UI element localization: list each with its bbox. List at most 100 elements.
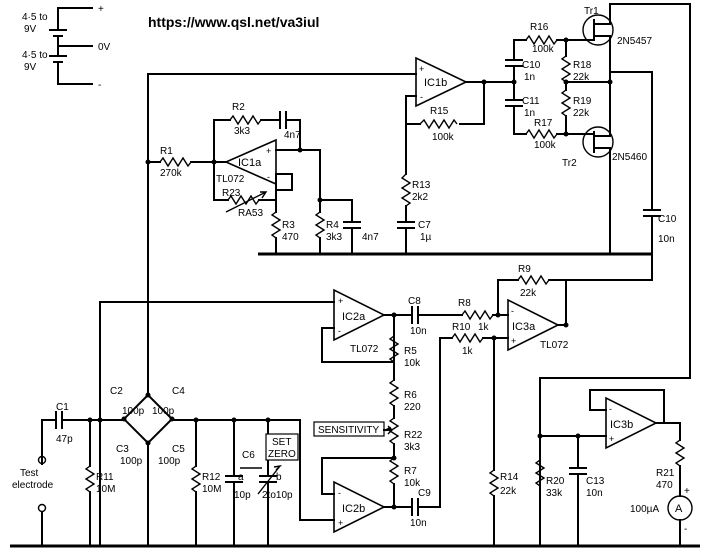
supply-minus: -: [98, 80, 101, 91]
r22-value: 3k3: [404, 442, 421, 453]
r10-label: R10: [452, 322, 471, 333]
r15-label: R15: [430, 106, 449, 117]
c2-label: C2: [110, 386, 123, 397]
supply-bot-label-1: 4·5 to: [22, 50, 48, 61]
r12-value: 10M: [202, 484, 221, 495]
c7-value: 1µ: [420, 232, 432, 243]
r23-label: R23: [222, 188, 241, 199]
ic3a-minus: -: [511, 306, 514, 316]
ic2b-opamp: IC2b - +: [333, 480, 386, 534]
ic2b-plus: +: [338, 518, 343, 528]
r18-value: 22k: [573, 72, 590, 83]
meter-value: 100µA: [630, 504, 659, 515]
r9-label: R9: [518, 264, 531, 275]
ic1b-label: IC1b: [424, 77, 447, 89]
c10b-label: C10: [658, 214, 677, 225]
r9-value: 22k: [520, 288, 537, 299]
ic3a-label: IC3a: [512, 321, 536, 333]
c6a-value: 10p: [234, 490, 251, 501]
c10a-value: 1n: [524, 72, 535, 83]
battery-supply: 4·5 to 9V 4·5 to 9V + 0V -: [22, 4, 111, 91]
set-label: SET: [272, 437, 291, 448]
c9-label: C9: [418, 488, 431, 499]
r13-label: R13: [412, 180, 431, 191]
source-url: https://www.qsl.net/va3iul: [148, 14, 319, 30]
c1-label: C1: [56, 402, 69, 413]
c-4n7b-label: 4n7: [362, 232, 379, 243]
r19-label: R19: [573, 96, 592, 107]
r18-label: R18: [573, 60, 592, 71]
ic2a-type: TL072: [350, 344, 379, 355]
r17-value: 100k: [534, 140, 557, 151]
c4-value: 100p: [152, 406, 175, 417]
r13-value: 2k2: [412, 192, 429, 203]
sensitivity-label: SENSITIVITY: [318, 425, 379, 436]
r6-value: 220: [404, 402, 421, 413]
ic2a-plus: +: [338, 296, 343, 306]
r16-label: R16: [530, 22, 549, 33]
c10a-label: C10: [522, 60, 541, 71]
meter-label: A: [675, 503, 683, 515]
r17-label: R17: [534, 118, 553, 129]
ic3b-opamp: IC3b - +: [605, 396, 658, 450]
c11-value: 1n: [524, 108, 535, 119]
c3-value: 100p: [120, 456, 143, 467]
r1-value: 270k: [160, 168, 183, 179]
r22-label: R22: [404, 430, 423, 441]
supply-bot-label-2: 9V: [24, 62, 37, 73]
r21-label: R21: [656, 468, 675, 479]
set-zero-box[interactable]: [265, 433, 299, 461]
c9-value: 10n: [410, 518, 427, 529]
ic2b-minus: -: [338, 488, 341, 498]
meter-plus: +: [684, 486, 690, 497]
meter-minus: -: [684, 524, 687, 535]
r8-value: 1k: [478, 322, 490, 333]
ic1b-plus: +: [419, 64, 424, 74]
ic3a-plus: +: [511, 336, 516, 346]
c6b-label: b: [276, 472, 282, 483]
supply-top-label-1: 4·5 to: [22, 12, 48, 23]
ic1a-label: IC1a: [238, 157, 262, 169]
ic2a-minus: -: [338, 326, 341, 336]
ic1a-plus: +: [266, 146, 271, 156]
r1-label: R1: [160, 146, 173, 157]
c6a-label: a: [238, 472, 244, 483]
r11-value: 10M: [96, 484, 115, 495]
r14-label: R14: [500, 472, 519, 483]
r3-label: R3: [282, 220, 295, 231]
c6b-value: 2to10p: [262, 490, 293, 501]
tr1-jfet: Tr1 2N5457: [539, 3, 691, 547]
r4-value: 3k3: [326, 232, 343, 243]
ic3b-label: IC3b: [610, 419, 633, 431]
zero-label: ZERO: [268, 449, 296, 460]
ic2a-opamp: IC2a + - TL072: [333, 288, 386, 355]
ic1b-minus: -: [420, 92, 423, 102]
c5-value: 100p: [158, 456, 181, 467]
ic3b-plus: +: [609, 434, 614, 444]
tr1-label: Tr1: [584, 6, 599, 17]
r15-value: 100k: [432, 132, 455, 143]
r10-value: 1k: [462, 346, 474, 357]
ic2b-label: IC2b: [342, 503, 365, 515]
c13-label: C13: [586, 476, 605, 487]
test-electrode-label-2: electrode: [12, 480, 54, 491]
c3-label: C3: [116, 444, 129, 455]
c7-label: C7: [418, 220, 431, 231]
c4-label: C4: [172, 386, 185, 397]
ic2a-label: IC2a: [342, 311, 366, 323]
r19-value: 22k: [573, 108, 590, 119]
supply-top-label-2: 9V: [24, 24, 37, 35]
r5-label: R5: [404, 346, 417, 357]
r21-value: 470: [656, 480, 673, 491]
c6-label: C6: [242, 450, 255, 461]
ic3b-minus: -: [609, 404, 612, 414]
r5-value: 10k: [404, 358, 421, 369]
r20-value: 33k: [546, 488, 563, 499]
r20-label: R20: [546, 476, 565, 487]
ic1b-opamp: IC1b + -: [415, 56, 468, 108]
test-electrode-ground[interactable]: [37, 503, 47, 513]
r4-label: R4: [326, 220, 339, 231]
r12-label: R12: [202, 472, 221, 483]
